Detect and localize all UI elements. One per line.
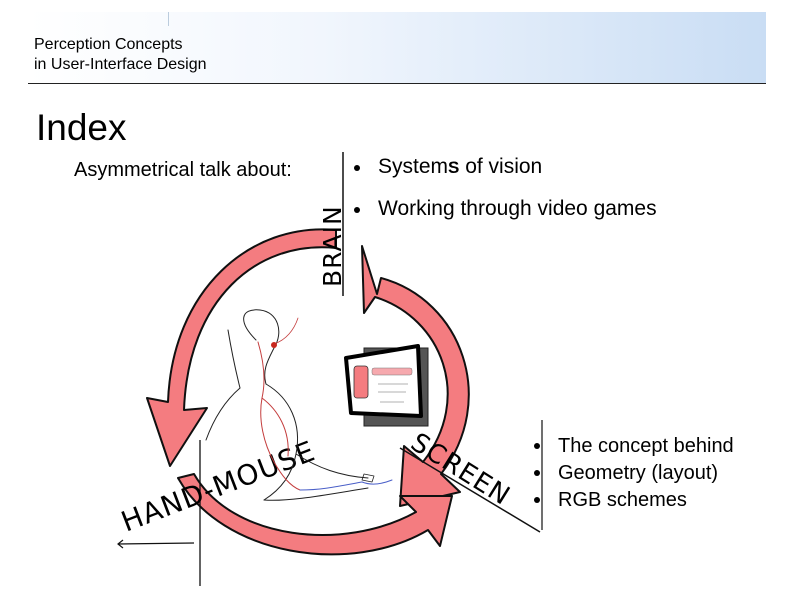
bullet-text-prefix: System bbox=[378, 155, 449, 178]
ring-arrow-left bbox=[146, 228, 337, 467]
intro-text: Asymmetrical talk about: bbox=[74, 159, 292, 181]
list-item: RGB schemes bbox=[534, 488, 734, 515]
brain-label: BRAIN bbox=[318, 205, 347, 287]
bullet-icon bbox=[534, 497, 540, 503]
bullet-icon bbox=[534, 470, 540, 476]
bullet-text: The concept behind bbox=[558, 435, 734, 457]
slide-title: Index bbox=[36, 107, 127, 148]
header-bar bbox=[28, 12, 766, 84]
header-title-line-1: Perception Concepts bbox=[34, 36, 183, 53]
human-figure-sketch bbox=[205, 309, 393, 501]
topic-list: SystemS of vision Working through video … bbox=[354, 154, 657, 238]
list-item: The concept behind bbox=[534, 434, 734, 461]
bullet-text: RGB schemes bbox=[558, 489, 687, 511]
detail-list: The concept behind Geometry (layout) RGB… bbox=[534, 434, 734, 515]
screen-axis bbox=[399, 420, 543, 533]
bullet-text: Geometry (layout) bbox=[558, 462, 719, 484]
ring-arrows bbox=[146, 228, 470, 556]
bullet-text-suffix: of vision bbox=[459, 155, 543, 178]
list-item: Working through video games bbox=[354, 196, 657, 238]
bullet-icon bbox=[354, 165, 360, 171]
list-item: SystemS of vision bbox=[354, 154, 657, 196]
hand-mouse-axis bbox=[117, 440, 201, 586]
bullet-text-emphasis: S bbox=[448, 158, 460, 177]
bullet-text: Working through video games bbox=[378, 197, 657, 220]
bullet-icon bbox=[534, 443, 540, 449]
header-rule bbox=[28, 83, 766, 84]
monitor-icon bbox=[344, 344, 429, 427]
ring-arrow-bottom bbox=[177, 473, 453, 556]
header-title: Perception Concepts in User-Interface De… bbox=[34, 35, 207, 75]
hand-mouse-label: HAND-MOUSE bbox=[117, 434, 320, 538]
header-title-line-2: in User-Interface Design bbox=[34, 56, 207, 73]
header-divider bbox=[168, 12, 169, 26]
bullet-icon bbox=[354, 207, 360, 213]
list-item: Geometry (layout) bbox=[534, 461, 734, 488]
